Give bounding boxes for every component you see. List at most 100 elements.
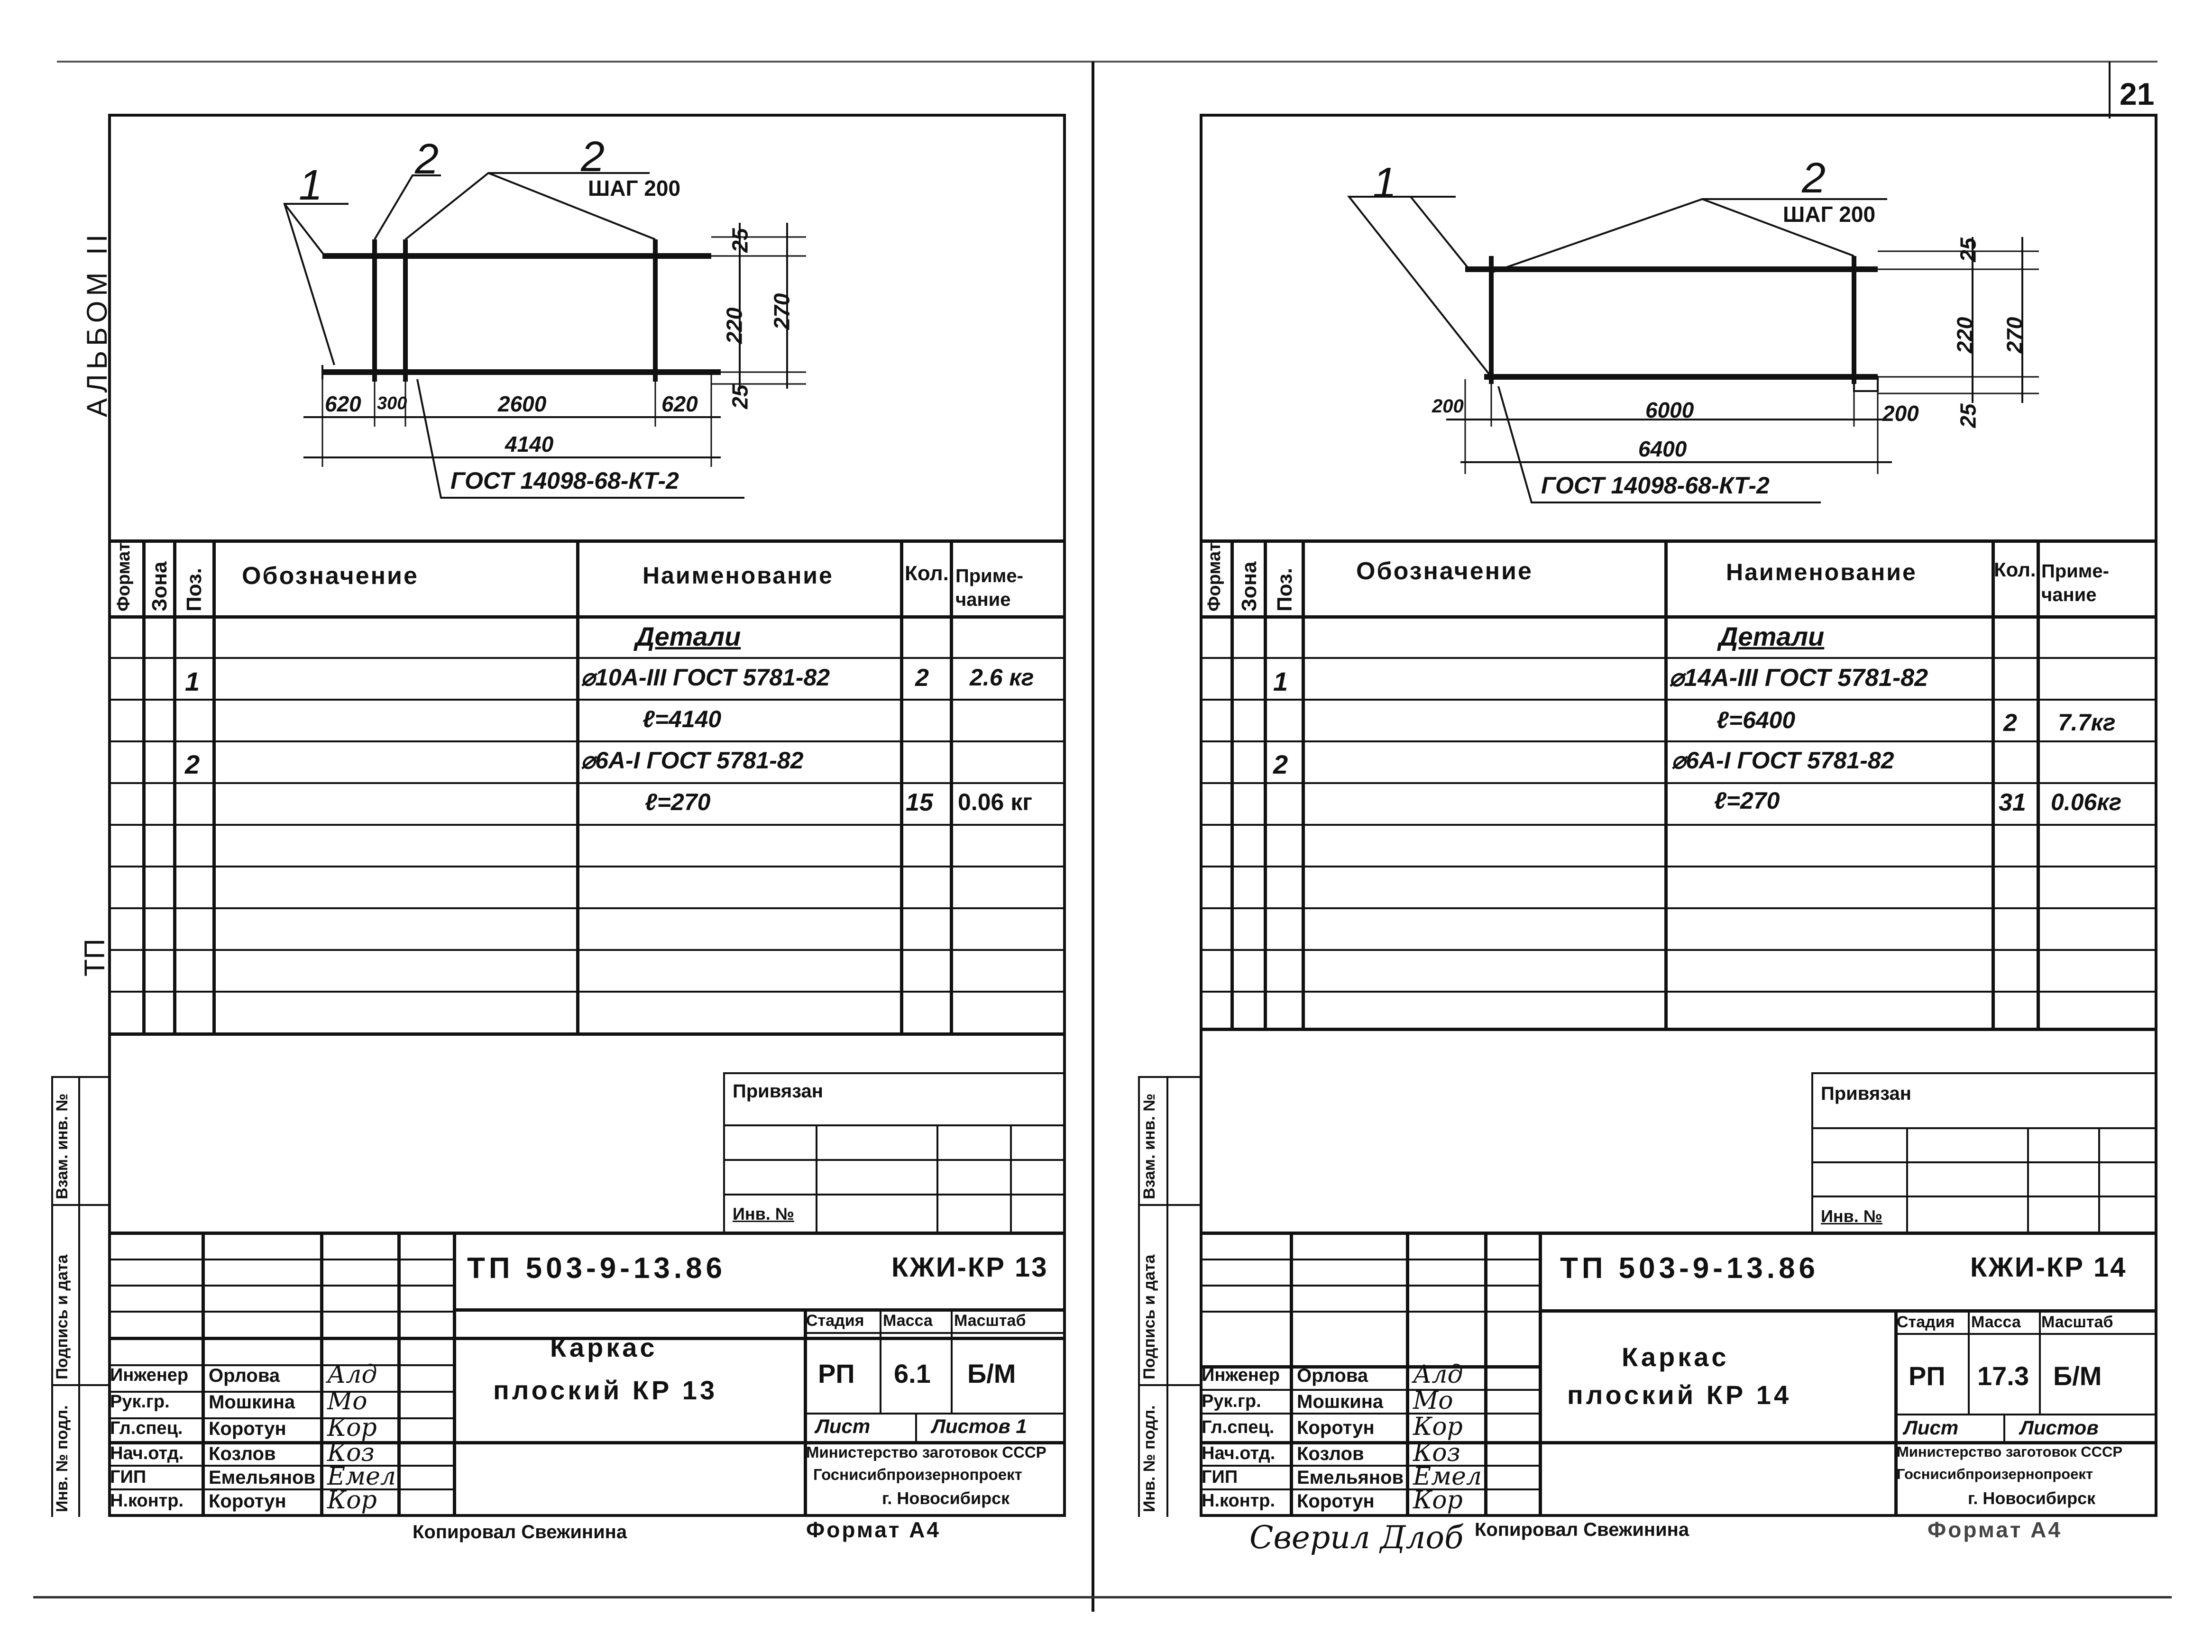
staff-role: Нач.отд. — [110, 1443, 184, 1463]
org-line2: Госнисибпроизернопроект — [1897, 1466, 2093, 1482]
col-name-header: Наименование — [1726, 559, 1917, 585]
table-row-qty: 31 — [1999, 789, 2026, 816]
callout-1: 1 — [1373, 159, 1397, 207]
spec-top-line — [108, 539, 1066, 543]
sheet-left-frame — [108, 114, 1066, 1517]
table-row-name: ℓ=4140 — [642, 706, 722, 732]
table-row-pos: 2 — [1273, 749, 1288, 779]
staff-name: Емельянов — [1297, 1467, 1404, 1488]
table-row-name: ⌀6А-I ГОСТ 5781-82 — [581, 747, 804, 774]
bottom-page-edge — [33, 1596, 2172, 1598]
staff-name: Мошкина — [1297, 1391, 1384, 1412]
col-note-header: Приме-чание — [2041, 561, 2109, 605]
dim-270: 270 — [2002, 317, 2027, 354]
title-code: ТП 503-9-13.86 — [467, 1252, 726, 1285]
stage-label: Стадия — [1897, 1313, 1955, 1331]
col-note-header: Приме-чание — [955, 566, 1023, 610]
staff-role: Гл.спец. — [110, 1418, 183, 1438]
top-page-edge — [57, 61, 2157, 63]
staff-signature: Алд — [1413, 1360, 1463, 1389]
col-qty-header: Кол. — [905, 562, 949, 585]
title-name-line1: Каркас — [550, 1333, 658, 1362]
privyazan-label: Привязан — [733, 1081, 823, 1102]
table-row-note: 0.06кг — [2051, 789, 2122, 815]
scale-label: Масштаб — [2041, 1313, 2113, 1331]
table-row-pos: 1 — [185, 666, 200, 696]
dim-2600: 2600 — [498, 392, 547, 416]
staff-role: Гл.спец. — [1202, 1417, 1275, 1437]
mass-label: Масса — [1971, 1313, 2021, 1331]
scale-value: Б/М — [967, 1359, 1016, 1388]
dim-6000: 6000 — [1645, 398, 1694, 422]
table-row-pos: 1 — [1273, 666, 1288, 696]
org-line1: Министерство заготовок СССР — [1897, 1443, 2123, 1460]
title-name-line1: Каркас — [1622, 1342, 1729, 1372]
staff-role: Н.контр. — [1202, 1491, 1276, 1511]
staff-role: Н.контр. — [110, 1491, 184, 1511]
staff-signature: Емел — [1413, 1462, 1482, 1491]
staff-role: Инженер — [110, 1365, 189, 1385]
staff-name: Козлов — [1297, 1443, 1364, 1464]
staff-name: Мошкина — [209, 1392, 295, 1413]
org-line1: Министерство заготовок СССР — [806, 1443, 1046, 1461]
sheet-label: Лист — [816, 1415, 871, 1437]
inv-no-label: Инв. № — [1821, 1206, 1882, 1226]
staff-name: Орлова — [209, 1365, 280, 1386]
col-designation-header: Обозначение — [1356, 557, 1533, 585]
sheet-label: Лист — [1904, 1416, 1959, 1439]
staff-role: ГИП — [1202, 1467, 1238, 1487]
table-row-name: ℓ=270 — [1714, 787, 1780, 814]
copied-by: Копировал Свежинина — [1475, 1519, 1689, 1540]
side-stamp-border — [51, 1204, 108, 1206]
stage-value: РП — [1909, 1361, 1946, 1391]
org-line2: Госнисибпроизернопроект — [813, 1466, 1022, 1483]
inv-no-label: Инв. № — [733, 1204, 794, 1223]
staff-name: Емельянов — [209, 1467, 316, 1488]
staff-name: Коротун — [1297, 1417, 1375, 1438]
center-divider — [1092, 62, 1094, 1612]
dim-300: 300 — [377, 393, 407, 413]
callout-2: 2 — [1802, 155, 1826, 202]
table-row-name: ⌀10А-III ГОСТ 5781-82 — [581, 664, 830, 691]
org-line3: г. Новосибирск — [1968, 1488, 2096, 1508]
sheets-count-label: Листов — [2020, 1416, 2099, 1439]
col-format-header: Формат — [1204, 542, 1224, 612]
staff-signature: Мо — [1413, 1387, 1453, 1415]
sheets-count-label: Листов 1 — [932, 1415, 1027, 1437]
gost-label: ГОСТ 14098-68-КТ-2 — [450, 467, 679, 494]
dim-200b: 200 — [1882, 401, 1919, 426]
page-number: 21 — [2120, 76, 2155, 111]
table-row-qty: 2 — [915, 664, 929, 692]
title-code: ТП 503-9-13.86 — [1560, 1252, 1819, 1285]
page-number-box-edge — [2109, 62, 2111, 119]
table-row-name: ⌀6А-I ГОСТ 5781-82 — [1671, 747, 1894, 774]
dim-200a: 200 — [1432, 396, 1464, 417]
staff-name: Коротун — [209, 1418, 286, 1439]
dim-total: 4140 — [505, 432, 554, 456]
format-label: Формат А4 — [1927, 1517, 2062, 1542]
staff-role: Рук.гр. — [1202, 1391, 1261, 1411]
staff-signature: Коз — [1413, 1439, 1460, 1467]
gost-label: ГОСТ 14098-68-КТ-2 — [1541, 472, 1770, 499]
mass-value: 6.1 — [894, 1359, 931, 1388]
scale-label: Масштаб — [954, 1312, 1026, 1330]
dim-620b: 620 — [661, 392, 698, 416]
staff-role: Инженер — [1202, 1365, 1280, 1385]
title-mark: КЖИ-КР 14 — [1970, 1252, 2127, 1283]
staff-name: Орлова — [1297, 1365, 1368, 1386]
side-stamp-border — [51, 1076, 108, 1078]
col-qty-header: Кол. — [1994, 558, 2036, 581]
org-line3: г. Новосибирск — [882, 1488, 1010, 1508]
dim-620a: 620 — [325, 392, 361, 416]
dim-total: 6400 — [1638, 437, 1687, 461]
staff-signature: Емел — [327, 1462, 396, 1491]
title-name-line2: плоский КР 14 — [1567, 1380, 1792, 1410]
staff-role: Рук.гр. — [110, 1392, 170, 1412]
staff-signature: Кор — [327, 1486, 377, 1515]
table-row-note: 2.6 кг — [970, 664, 1034, 691]
side-stamp-border — [51, 1384, 108, 1386]
stage-label: Стадия — [806, 1312, 864, 1330]
